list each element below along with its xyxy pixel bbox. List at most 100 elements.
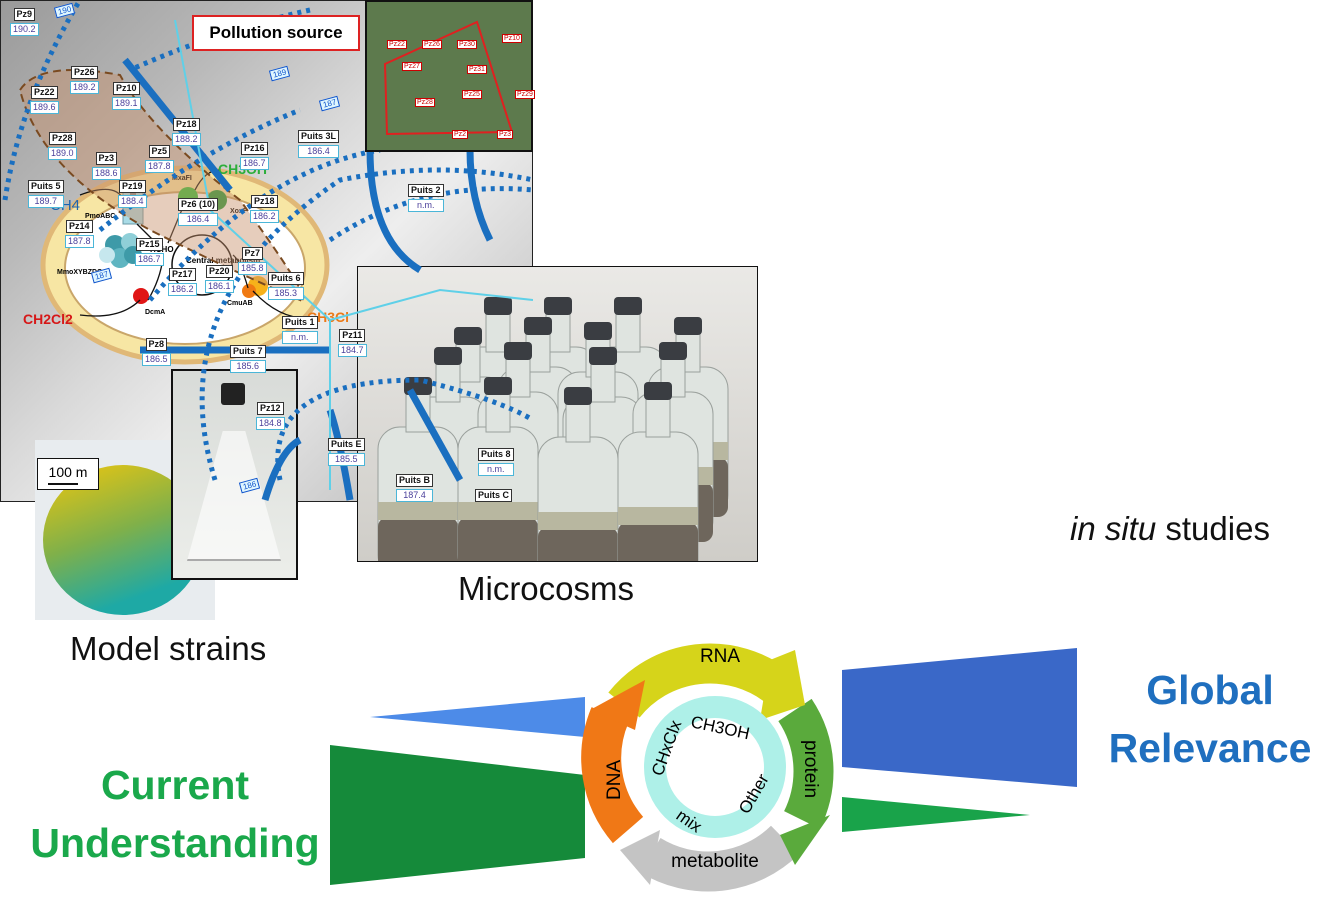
well-name: Puits 7 (230, 345, 266, 358)
pollution-source-label: Pollution source (192, 15, 360, 51)
svg-text:CH2Cl2: CH2Cl2 (23, 311, 73, 327)
caption-in-situ-studies: in situ studies (1070, 510, 1270, 547)
well-name: Pz18 (173, 118, 200, 131)
well-name: Pz3 (95, 152, 118, 165)
well-name: Pz19 (119, 180, 146, 193)
well-name: Puits 2 (408, 184, 444, 197)
blue-wedge-right (842, 648, 1077, 787)
svg-text:CmuAB: CmuAB (227, 300, 253, 307)
well-label: Pz10 189.1 (112, 82, 141, 110)
inset-well-label: Pz22 (387, 40, 407, 49)
well-head: 189.6 (30, 101, 59, 114)
well-name: Pz10 (113, 82, 140, 95)
well-head: 185.8 (238, 262, 267, 275)
well-head: 190.2 (10, 23, 39, 36)
well-head: 184.8 (256, 417, 285, 430)
svg-text:protein: protein (800, 740, 821, 798)
well-head: 185.6 (230, 360, 266, 373)
well-name: Pz16 (241, 142, 268, 155)
well-label: Pz14 187.8 (65, 220, 94, 248)
inset-well-label: Pz25 (462, 90, 482, 99)
inset-well-label: Pz2 (452, 130, 469, 139)
well-head: 188.2 (172, 133, 201, 146)
svg-text:metabolite: metabolite (671, 851, 759, 872)
well-head: 189.2 (70, 81, 99, 94)
well-label: Puits 7 185.6 (230, 345, 266, 373)
well-head: 186.7 (240, 157, 269, 170)
map-overlay (2, 0, 533, 502)
well-head: 188.4 (118, 195, 147, 208)
well-head: 186.7 (135, 253, 164, 266)
well-name: Puits 3L (298, 130, 340, 143)
well-name: Pz26 (71, 66, 98, 79)
svg-text:MxaFI: MxaFI (172, 175, 192, 182)
well-head: 186.4 (178, 213, 219, 226)
svg-text:DcmA: DcmA (145, 309, 165, 316)
inset-well-label: Pz27 (402, 62, 422, 71)
caption-model-strains: Model strains (70, 630, 267, 667)
inset-well-label: Pz30 (457, 40, 477, 49)
blue-wedge-left (370, 697, 585, 737)
well-name: Pz20 (206, 265, 233, 278)
svg-text:XoxF: XoxF (230, 208, 248, 215)
well-name: Pz17 (169, 268, 196, 281)
dna-arrow (581, 707, 644, 844)
well-name: Pz14 (66, 220, 93, 233)
well-name: Pz12 (257, 402, 284, 415)
protein-arrow (778, 698, 834, 829)
svg-text:Central metabolism: Central metabolism (186, 256, 260, 265)
well-label: Pz12 184.8 (256, 402, 285, 430)
svg-text:DNA: DNA (604, 760, 625, 800)
scale-bar: 100 m (37, 458, 99, 490)
well-name: Pz11 (339, 329, 366, 342)
inset-well-label: Pz28 (415, 98, 435, 107)
well-name: Pz8 (145, 338, 168, 351)
well-name: Pz6 (10) (178, 198, 219, 211)
well-label: Pz11 184.7 (338, 329, 367, 357)
green-wedge-left (330, 745, 585, 885)
svg-text:MmoXYBZDC: MmoXYBZDC (57, 269, 102, 276)
well-head: 187.4 (396, 489, 434, 502)
metabolite-arrow (639, 825, 800, 892)
inset-well-label: Pz26 (422, 40, 442, 49)
well-label: Puits C (475, 489, 513, 502)
well-label: Puits B 187.4 (396, 474, 434, 502)
well-name: Puits 1 (282, 316, 318, 329)
well-head: 189.7 (28, 195, 64, 208)
well-head: 186.1 (205, 280, 234, 293)
well-label: Pz22 189.6 (30, 86, 59, 114)
well-name: Puits 8 (478, 448, 514, 461)
well-head: 187.8 (145, 160, 174, 173)
svg-text:PmoABC: PmoABC (85, 213, 115, 220)
inset-well-label: Pz31 (467, 65, 487, 74)
well-head: 186.2 (250, 210, 279, 223)
well-head: 189.1 (112, 97, 141, 110)
well-name: Puits E (328, 438, 365, 451)
well-head: 187.8 (65, 235, 94, 248)
well-label: Puits 3L 186.4 (298, 130, 340, 158)
well-name: Pz28 (49, 132, 76, 145)
well-name: Puits B (396, 474, 434, 487)
well-label: Pz26 189.2 (70, 66, 99, 94)
well-head: n.m. (282, 331, 318, 344)
well-name: Pz22 (31, 86, 58, 99)
svg-text:RNA: RNA (700, 646, 740, 667)
well-label: Pz18 188.2 (172, 118, 201, 146)
well-name: Puits 6 (268, 272, 304, 285)
well-head: 186.4 (298, 145, 340, 158)
well-label: Pz20 186.1 (205, 265, 234, 293)
well-label: Pz19 188.4 (118, 180, 147, 208)
scale-wedges (330, 648, 1077, 885)
well-head: 184.7 (338, 344, 367, 357)
